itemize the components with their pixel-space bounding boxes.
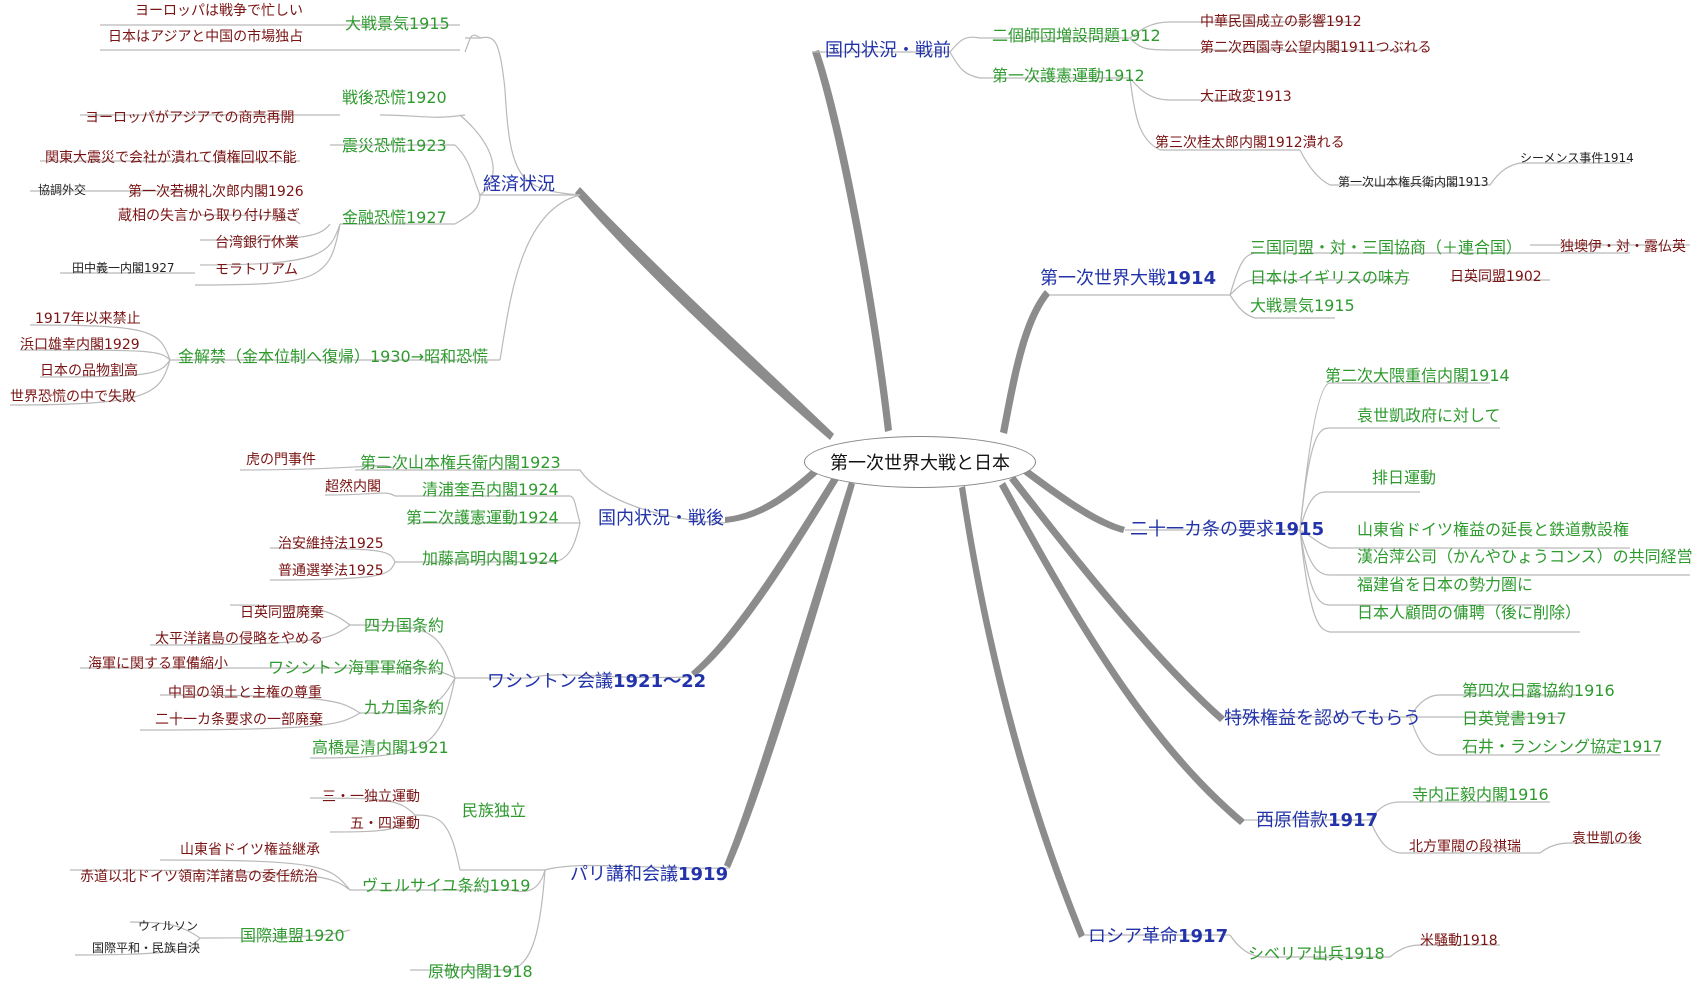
branch-paris-peace-conference[interactable]: パリ講和会議1919: [570, 864, 729, 885]
topic-takahashi-cabinet[interactable]: 高橋是清内閣1921: [312, 738, 449, 757]
leaf-failure-in-depression[interactable]: 世界恐慌の中で失敗: [10, 389, 136, 405]
leaf-wakatsuki-cabinet[interactable]: 第一次若槻礼次郎内閣1926: [128, 184, 304, 200]
topic-hara-cabinet[interactable]: 原敬内閣1918: [428, 962, 533, 981]
leaf-alliance-members[interactable]: 独墺伊・対・露仏英: [1560, 239, 1686, 255]
topic-terauchi-cabinet[interactable]: 寺内正毅内閣1916: [1412, 785, 1549, 804]
leaf-rice-riots[interactable]: 米騒動1918: [1420, 933, 1498, 949]
leaf-roc-founded[interactable]: 中華民国成立の影響1912: [1200, 14, 1362, 30]
leaf-bank-run[interactable]: 蔵相の失言から取り付け騒ぎ: [118, 208, 300, 224]
topic-russo-japanese-4th[interactable]: 第四次日露協約1916: [1462, 681, 1615, 700]
leaf-universal-suffrage[interactable]: 普通選挙法1925: [278, 563, 384, 579]
topic-first-constitution-movement[interactable]: 第一次護憲運動1912: [992, 66, 1145, 85]
topic-financial-panic[interactable]: 金融恐慌1927: [342, 208, 447, 227]
leaf-duan-qirui[interactable]: 北方軍閥の段祺瑞: [1409, 839, 1521, 855]
topic-okuma-cabinet[interactable]: 第二次大隈重信内閣1914: [1325, 366, 1510, 385]
leaf-hamaguchi-cabinet[interactable]: 浜口雄幸内閣1929: [20, 337, 140, 353]
branch-world-war-one[interactable]: 第一次世界大戦1914: [1040, 268, 1217, 289]
leaf-anglo-japanese-abolish[interactable]: 日英同盟廃棄: [240, 605, 324, 621]
leaf-europe-busy[interactable]: ヨーロッパは戦争で忙しい: [135, 3, 303, 19]
topic-war-boom-2[interactable]: 大戦景気1915: [1250, 296, 1355, 315]
leaf-siemens-scandal[interactable]: シーメンス事件1914: [1520, 151, 1634, 165]
thin-connectors: [9, 21, 1690, 971]
leaf-saionji-collapse[interactable]: 第二次西園寺公望内閣1911つぶれる: [1200, 40, 1432, 56]
leaf-goods-expensive[interactable]: 日本の品物割高: [40, 363, 138, 379]
thick-connectors: [575, 50, 1245, 938]
leaf-may-fourth-movement[interactable]: 五・四運動: [350, 816, 420, 832]
leaf-earthquake-debt[interactable]: 関東大震災で会社が潰れて債権回収不能: [45, 150, 297, 166]
leaf-toranomon-incident[interactable]: 虎の門事件: [246, 452, 316, 468]
topic-earthquake-panic[interactable]: 震災恐慌1923: [342, 136, 447, 155]
topic-anti-japan-movement[interactable]: 排日運動: [1372, 468, 1437, 487]
branch-russian-revolution[interactable]: ロシア革命1917: [1088, 926, 1229, 947]
leaf-wilson[interactable]: ウィルソン: [138, 919, 199, 933]
branch-domestic-postwar[interactable]: 国内状況・戦後: [598, 508, 724, 529]
leaf-south-seas-mandate[interactable]: 赤道以北ドイツ領南洋諸島の委任統治: [80, 869, 318, 885]
branch-washington-conference[interactable]: ワシントン会議1921～22: [487, 671, 707, 692]
branch-twenty-one-demands[interactable]: 二十一カ条の要求1915: [1130, 519, 1325, 540]
leaf-china-sovereignty[interactable]: 中国の領土と主権の尊重: [168, 685, 322, 701]
topic-four-power-treaty[interactable]: 四カ国条約: [364, 616, 445, 635]
leaf-peace-self-determination[interactable]: 国際平和・民族自決: [92, 941, 201, 955]
branch-special-interests[interactable]: 特殊権益を認めてもらう: [1224, 708, 1422, 729]
topic-shandong-extension[interactable]: 山東省ドイツ権益の延長と鉄道敷設権: [1357, 520, 1630, 539]
leaf-transcendental-cabinet[interactable]: 超然内閣: [325, 479, 381, 495]
leaf-anglo-japanese-alliance[interactable]: 日英同盟1902: [1450, 269, 1542, 285]
topic-yuan-government[interactable]: 袁世凱政府に対して: [1357, 406, 1501, 425]
leaf-katsura-collapse[interactable]: 第三次桂太郎内閣1912潰れる: [1155, 135, 1345, 151]
leaf-tanaka-cabinet[interactable]: 田中義一内閣1927: [72, 261, 175, 275]
leaf-europe-resume[interactable]: ヨーロッパがアジアでの商売再開: [85, 110, 295, 126]
leaf-shandong-rights[interactable]: 山東省ドイツ権益継承: [180, 842, 320, 858]
leaf-twenty-one-partial[interactable]: 二十一カ条要求の一部廃棄: [155, 712, 323, 728]
branch-domestic-prewar[interactable]: 国内状況・戦前: [825, 40, 951, 61]
leaf-pacific-islands[interactable]: 太平洋諸島の侵略をやめる: [155, 631, 323, 647]
leaf-ban-since-1917[interactable]: 1917年以来禁止: [35, 311, 141, 327]
topic-britain-ally[interactable]: 日本はイギリスの味方: [1250, 268, 1411, 287]
topic-japanese-advisers[interactable]: 日本人顧問の傭聘（後に削除）: [1357, 603, 1582, 622]
central-topic[interactable]: 第一次世界大戦と日本: [804, 436, 1036, 488]
topic-naval-treaty[interactable]: ワシントン海軍軍縮条約: [268, 658, 445, 677]
branch-nishihara-loans[interactable]: 西原借款1917: [1256, 810, 1379, 831]
topic-postwar-panic[interactable]: 戦後恐慌1920: [342, 88, 447, 107]
leaf-yamamoto-1st[interactable]: 第一次山本権兵衛内閣1913: [1338, 175, 1489, 189]
leaf-march-first-movement[interactable]: 三・一独立運動: [322, 789, 420, 805]
topic-yamamoto-2nd[interactable]: 第二次山本権兵衛内閣1923: [360, 453, 561, 472]
leaf-after-yuan[interactable]: 袁世凱の後: [1572, 831, 1642, 847]
topic-kiyoura-cabinet[interactable]: 清浦奎吾内閣1924: [422, 480, 559, 499]
leaf-taisho-political-change[interactable]: 大正政変1913: [1200, 89, 1292, 105]
branch-economy[interactable]: 経済状況: [483, 174, 555, 195]
topic-triple-alliance-entente[interactable]: 三国同盟・対・三国協商（＋連合国）: [1250, 238, 1523, 257]
topic-versailles-treaty[interactable]: ヴェルサイユ条約1919: [362, 876, 531, 895]
leaf-taiwan-bank[interactable]: 台湾銀行休業: [215, 235, 299, 251]
topic-national-independence[interactable]: 民族独立: [462, 801, 527, 820]
leaf-peace-preservation-law[interactable]: 治安維持法1925: [278, 536, 384, 552]
topic-gold-standard[interactable]: 金解禁（金本位制へ復帰）1930→昭和恐慌: [178, 347, 489, 366]
topic-anglo-japanese-memo[interactable]: 日英覚書1917: [1462, 709, 1567, 728]
leaf-naval-reduction[interactable]: 海軍に関する軍備縮小: [88, 656, 228, 672]
leaf-cooperative-diplomacy[interactable]: 協調外交: [38, 183, 87, 197]
leaf-japan-market[interactable]: 日本はアジアと中国の市場独占: [108, 29, 304, 45]
topic-hanyeping-company[interactable]: 漢冶萍公司（かんやひょうコンス）の共同経営: [1357, 547, 1693, 566]
topic-second-constitution-movement[interactable]: 第二次護憲運動1924: [406, 508, 559, 527]
topic-nine-power-treaty[interactable]: 九カ国条約: [364, 698, 445, 717]
topic-two-divisions[interactable]: 二個師団増設問題1912: [992, 26, 1161, 45]
topic-fujian-sphere[interactable]: 福建省を日本の勢力圏に: [1357, 575, 1534, 594]
topic-ishii-lansing[interactable]: 石井・ランシング協定1917: [1462, 737, 1663, 756]
leaf-moratorium[interactable]: モラトリアム: [215, 262, 299, 278]
topic-kato-cabinet[interactable]: 加藤高明内閣1924: [422, 549, 559, 568]
topic-siberian-intervention[interactable]: シベリア出兵1918: [1248, 944, 1385, 963]
topic-war-boom[interactable]: 大戦景気1915: [345, 14, 450, 33]
topic-league-of-nations[interactable]: 国際連盟1920: [240, 926, 345, 945]
